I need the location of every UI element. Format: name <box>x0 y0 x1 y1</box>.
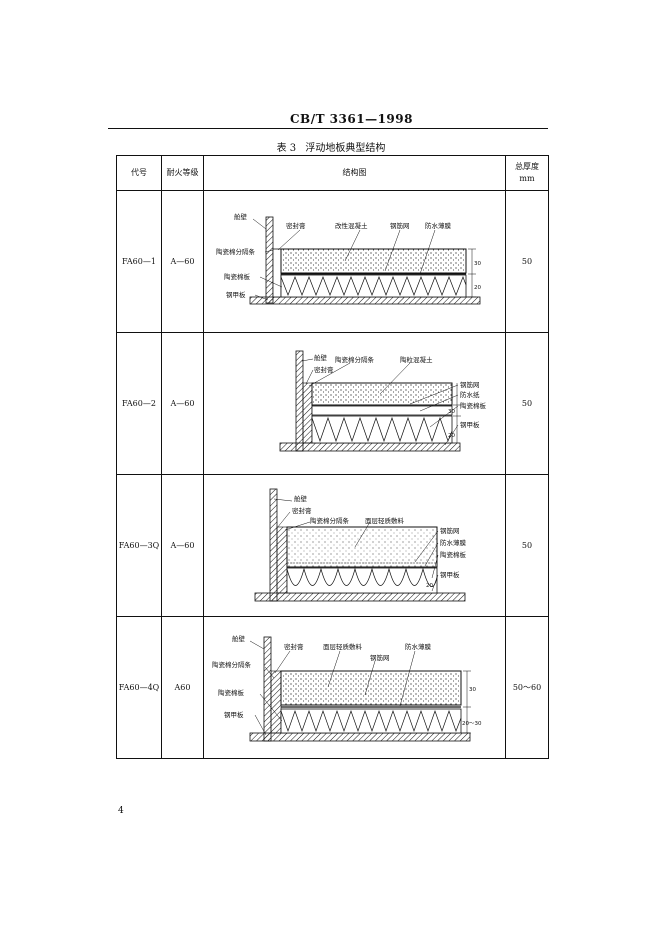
row-code: FA60—1 <box>116 190 162 333</box>
row-fire-rating: A—60 <box>161 190 204 333</box>
header-rule <box>108 128 548 129</box>
label-strip: 陶瓷棉分隔条 <box>335 355 375 364</box>
table-caption: 表 3 浮动地板典型结构 <box>0 139 662 154</box>
label-top-layer: 面层轻质敷料 <box>365 516 405 525</box>
structure-figure: 30 20 舱壁 密封膏 陶瓷棉分隔条 改性混凝土 钢筋网 <box>203 190 506 333</box>
label-mesh: 钢筋网 <box>370 653 390 662</box>
table-row: FA60—2 A—60 <box>116 332 549 475</box>
label-bulkhead: 舱壁 <box>234 212 248 221</box>
label-top-layer: 陶粒混凝土 <box>400 355 433 364</box>
row-thickness: 50 <box>505 332 549 475</box>
dim-label: 20 <box>426 583 433 589</box>
floor-section-diagram-4: 30 20～30 舱壁 密封膏 陶瓷棉分隔条 面层轻质敷料 钢筋网 防水薄膜 <box>212 634 482 741</box>
label-bulkhead: 舱壁 <box>232 634 246 643</box>
row-fire-rating: A60 <box>161 616 204 759</box>
label-mesh: 钢筋网 <box>460 380 480 389</box>
structure-figure: 20 舱壁 密封膏 陶瓷棉分隔条 面层轻质敷料 钢筋网 防水薄膜 陶瓷棉板 钢甲… <box>203 474 506 617</box>
label-top-layer: 改性混凝土 <box>335 221 368 230</box>
structure-figure: 30 20～30 舱壁 密封膏 陶瓷棉分隔条 面层轻质敷料 钢筋网 防水薄膜 <box>203 616 506 759</box>
col-header-thickness: 总厚度 mm <box>505 155 549 191</box>
label-top-layer: 面层轻质敷料 <box>323 642 363 651</box>
label-wool: 陶瓷棉板 <box>224 272 251 281</box>
row-code: FA60—3Q <box>116 474 162 617</box>
table-row: FA60—1 A—60 <box>116 190 549 333</box>
row-thickness: 50～60 <box>505 616 549 759</box>
floor-section-diagram-1: 30 20 舱壁 密封膏 陶瓷棉分隔条 改性混凝土 钢筋网 <box>216 212 481 304</box>
label-sealant: 密封膏 <box>286 221 306 230</box>
label-sealant: 密封膏 <box>292 506 312 515</box>
row-fire-rating: A—60 <box>161 474 204 617</box>
label-film: 防水薄膜 <box>425 221 452 230</box>
table-number: 表 3 <box>276 143 297 154</box>
label-film: 防水薄膜 <box>405 642 432 651</box>
label-sealant: 密封膏 <box>284 642 304 651</box>
label-film: 防水纸 <box>460 390 480 399</box>
label-wool: 陶瓷棉板 <box>460 401 487 410</box>
label-strip: 陶瓷棉分隔条 <box>310 516 350 525</box>
label-mesh: 钢筋网 <box>390 221 410 230</box>
label-strip: 陶瓷棉分隔条 <box>216 247 256 256</box>
label-deck: 钢甲板 <box>224 710 244 719</box>
page-number: 4 <box>118 806 124 816</box>
label-wool: 陶瓷棉板 <box>218 688 245 697</box>
col-header-fire-rating: 耐火等级 <box>161 155 204 191</box>
label-deck: 钢甲板 <box>460 420 480 429</box>
structure-figure: 30 20 舱壁 密封膏 陶瓷棉分隔条 陶粒混凝土 钢筋网 防水纸 <box>203 332 506 475</box>
table-header-row: 代号 耐火等级 结构图 总厚度 mm <box>116 155 549 191</box>
label-mesh: 钢筋网 <box>440 526 460 535</box>
row-thickness: 50 <box>505 474 549 617</box>
dim-label: 30 <box>469 687 476 693</box>
row-fire-rating: A—60 <box>161 332 204 475</box>
label-bulkhead: 舱壁 <box>294 494 308 503</box>
table-row: FA60—4Q A60 <box>116 616 549 759</box>
document-code: CB/T 3361—1998 <box>290 112 413 126</box>
dim-label: 20 <box>448 433 455 439</box>
structure-table: 代号 耐火等级 结构图 总厚度 mm FA60—1 A—60 <box>116 155 549 759</box>
table-title: 浮动地板典型结构 <box>305 143 386 154</box>
label-wool: 陶瓷棉板 <box>440 550 467 559</box>
label-deck: 钢甲板 <box>440 570 460 579</box>
label-sealant: 密封膏 <box>314 365 334 374</box>
floor-section-diagram-2: 30 20 舱壁 密封膏 陶瓷棉分隔条 陶粒混凝土 钢筋网 防水纸 <box>279 350 487 451</box>
floor-section-diagram-3: 20 舱壁 密封膏 陶瓷棉分隔条 面层轻质敷料 钢筋网 防水薄膜 陶瓷棉板 钢甲… <box>254 488 467 601</box>
label-strip: 陶瓷棉分隔条 <box>212 660 252 669</box>
col-header-structure: 结构图 <box>203 155 506 191</box>
dim-label: 20～30 <box>462 721 482 727</box>
row-code: FA60—2 <box>116 332 162 475</box>
col-header-code: 代号 <box>116 155 162 191</box>
label-film: 防水薄膜 <box>440 538 467 547</box>
label-deck: 钢甲板 <box>226 290 246 299</box>
row-code: FA60—4Q <box>116 616 162 759</box>
dim-label: 30 <box>448 409 455 415</box>
dim-label: 30 <box>474 261 481 267</box>
row-thickness: 50 <box>505 190 549 333</box>
table-row: FA60—3Q A—60 <box>116 474 549 617</box>
dim-label: 20 <box>474 285 481 291</box>
thickness-header-label: 总厚度 <box>515 162 539 171</box>
thickness-header-unit: mm <box>519 174 535 183</box>
label-bulkhead: 舱壁 <box>314 353 328 362</box>
